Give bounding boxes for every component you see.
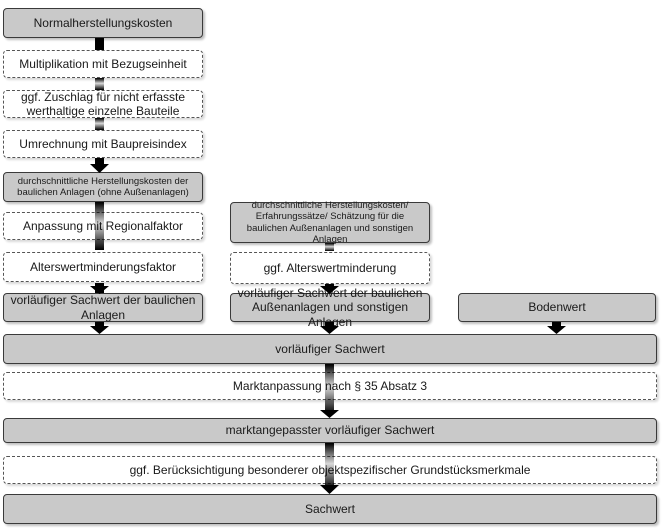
normalherstellungskosten-box: Normalherstellungskosten <box>3 8 203 38</box>
sachwert-box: Sachwert <box>3 494 657 524</box>
durchschnittliche-herstellungskosten-box: durchschnittliche Herstellungskosten der… <box>3 172 203 202</box>
umrechnung-step: Umrechnung mit Baupreisindex <box>3 130 203 158</box>
marktanpassung-step: Marktanpassung nach § 35 Absatz 3 <box>3 372 657 400</box>
right-column-arrows <box>547 322 566 334</box>
sachwert-baulich-box: vorläufiger Sachwert der baulichen Anlag… <box>3 293 203 322</box>
alterswertminderung-step: ggf. Alterswertminderung <box>230 252 430 284</box>
sachwert-aussenanlagen-box: vorläufiger Sachwert der baulichen Außen… <box>230 286 430 329</box>
alterswertminderungsfaktor-step: Alterswertminderungsfaktor <box>3 252 203 282</box>
herstellungskosten-aussenanlagen-box: durchschnittliche Herstellungskosten/ Er… <box>230 200 430 245</box>
marktangepasster-sachwert-box: marktangepasster vorläufiger Sachwert <box>3 418 657 443</box>
zuschlag-step: ggf. Zuschlag für nicht erfasste werthal… <box>3 90 203 118</box>
bodenwert-box: Bodenwert <box>458 293 656 322</box>
multiplikation-step: Multiplikation mit Bezugseinheit <box>3 50 203 78</box>
regionalfaktor-step: Anpassung mit Regionalfaktor <box>3 212 203 240</box>
vorlaeufiger-sachwert-box: vorläufiger Sachwert <box>3 334 657 364</box>
beruecksichtigung-step: ggf. Berücksichtigung besonderer objekts… <box>3 456 657 484</box>
